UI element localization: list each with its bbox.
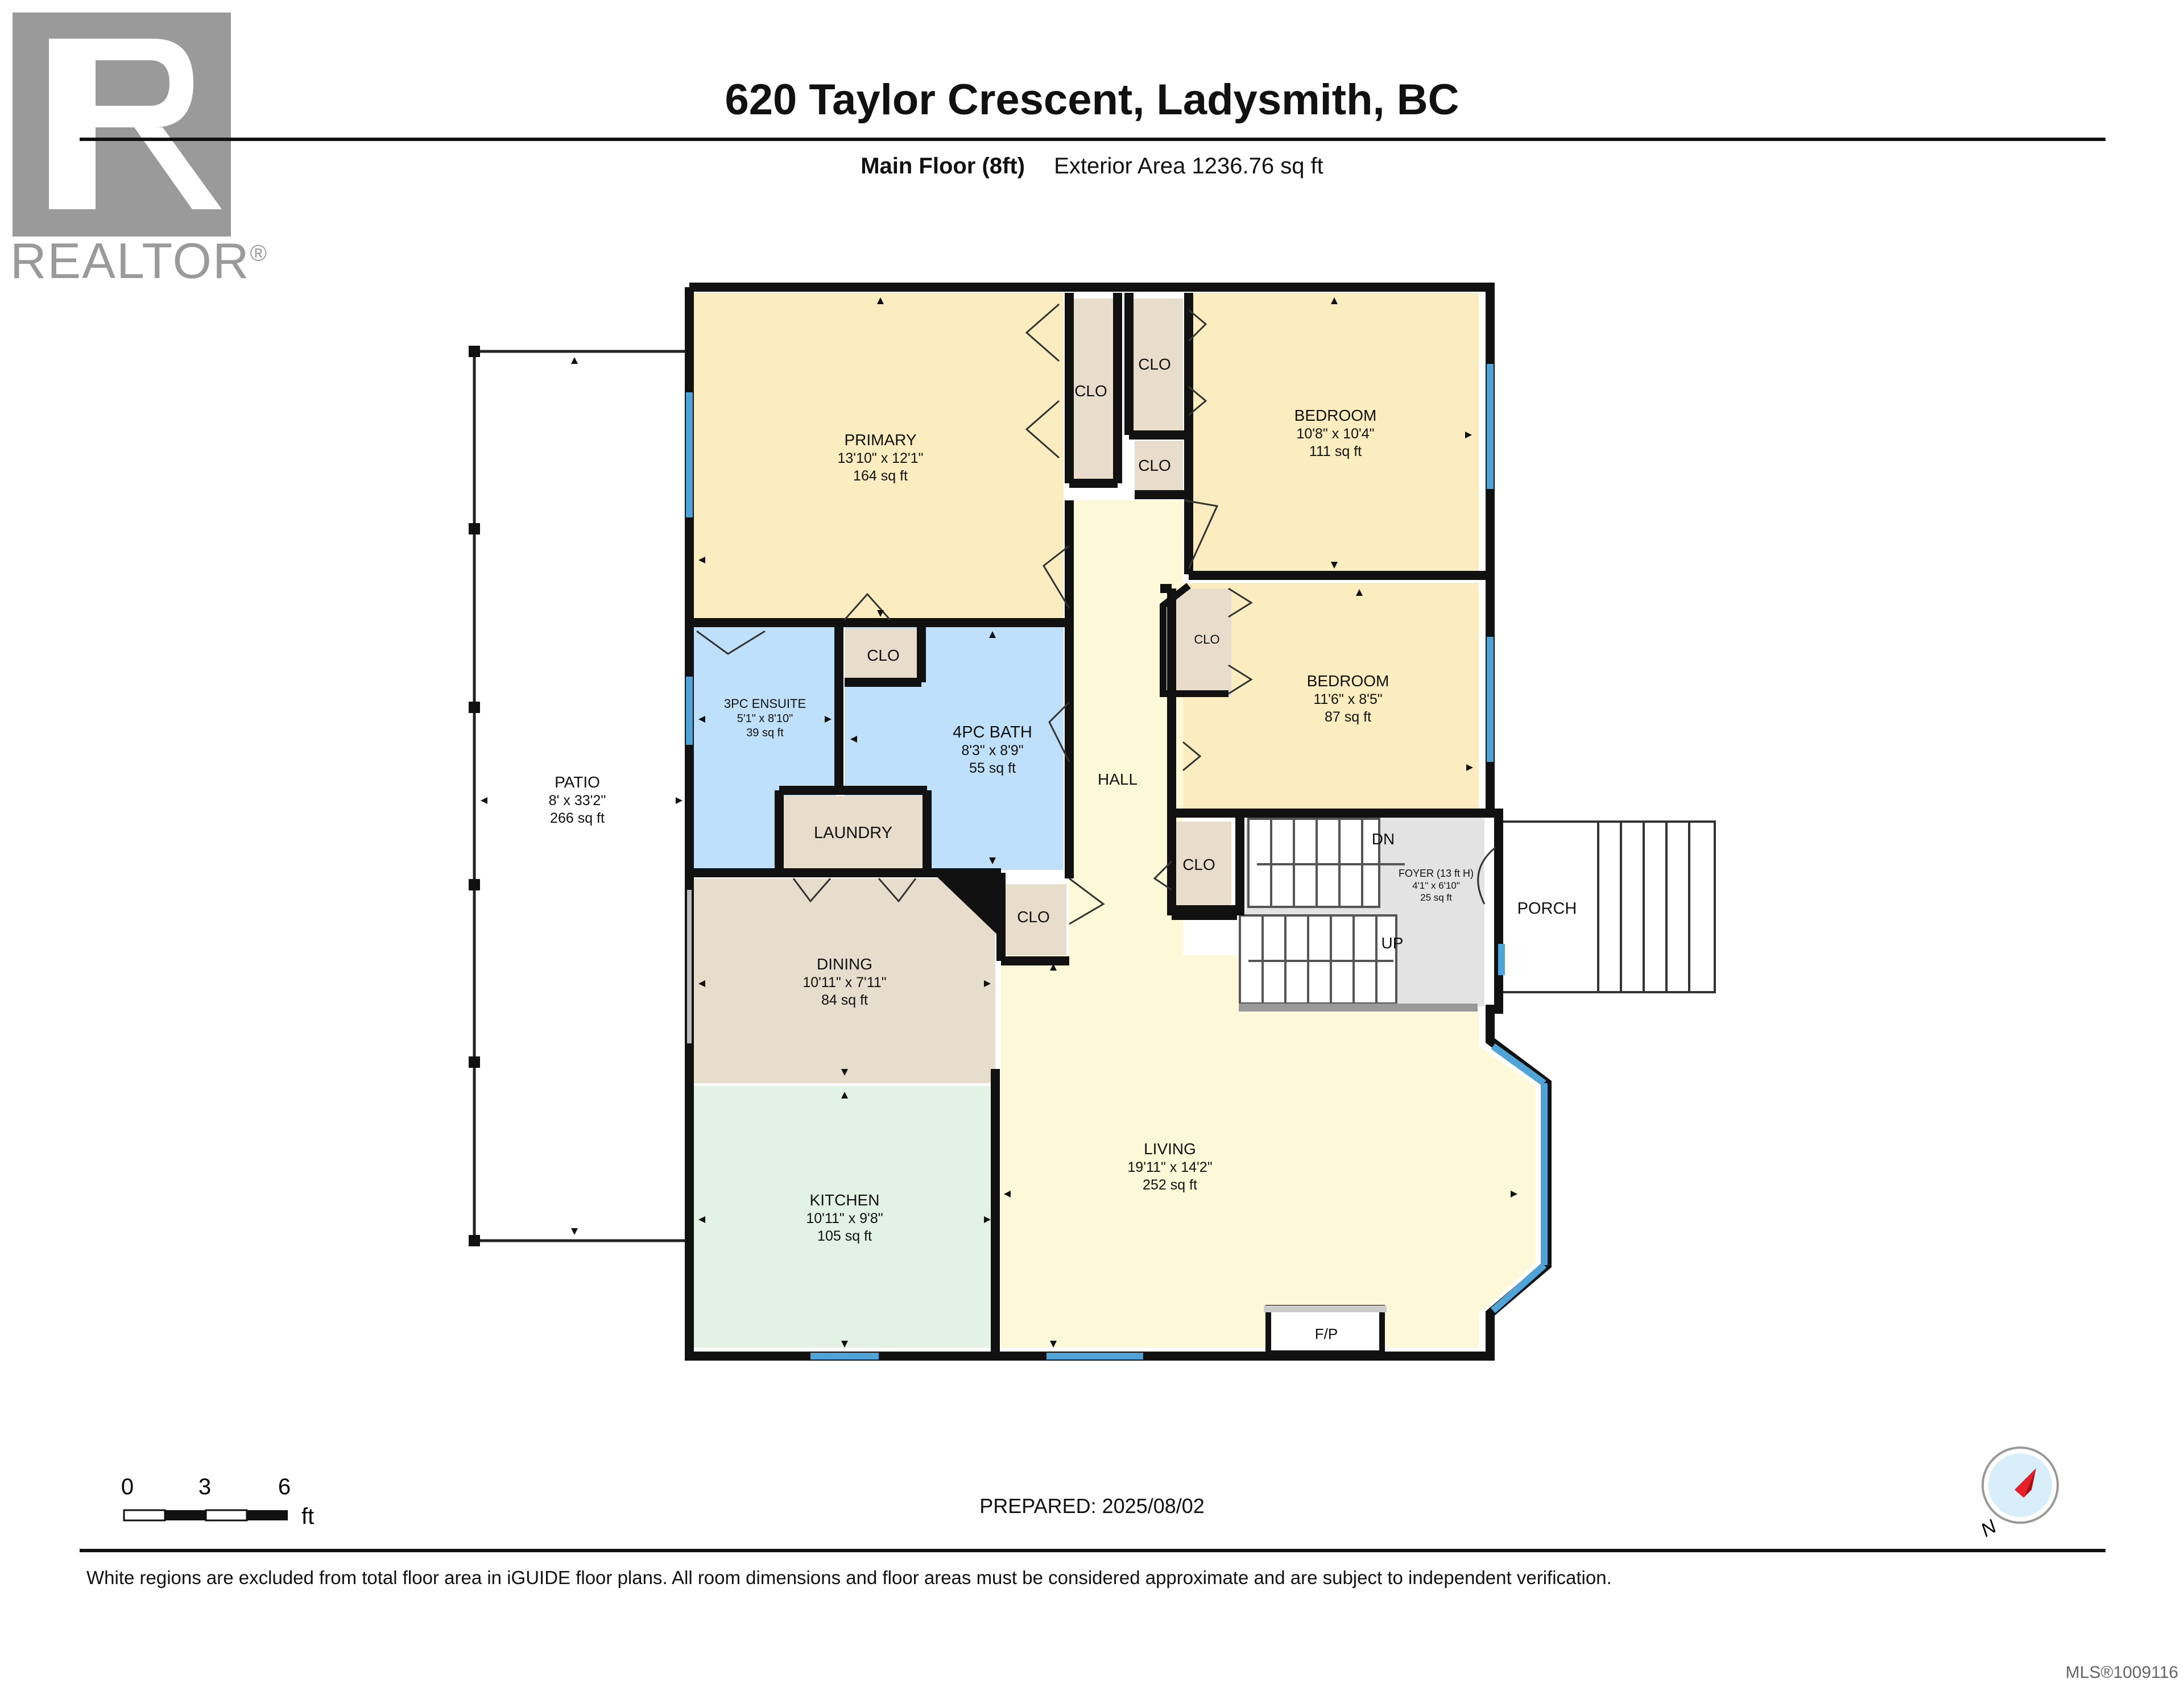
fireplace-label: F/P (1315, 1325, 1338, 1342)
stairs-up (1239, 914, 1397, 1005)
compass-north-label: N (1977, 1515, 2000, 1541)
fireplace-hearth (1264, 1305, 1387, 1312)
patio-posts (469, 346, 480, 1246)
stairs-down (1247, 818, 1405, 908)
bath-dims: 8'3" x 8'9" (961, 743, 1023, 758)
dining-dims: 10'11" x 7'11" (803, 975, 886, 990)
room-labels: PRIMARY 13'10" x 12'1" 164 sq ft BEDROOM… (549, 355, 1577, 1342)
bedroom1-area: 111 sq ft (1309, 443, 1362, 459)
stairs-up-label: UP (1381, 934, 1404, 952)
patio-dims: 8' x 33'2" (549, 793, 606, 809)
primary-area: 164 sq ft (853, 468, 908, 484)
bath-name: 4PC BATH (953, 723, 1032, 741)
bedroom2-dims: 11'6" x 8'5" (1313, 691, 1382, 707)
patio-area: 266 sq ft (550, 810, 605, 826)
laundry-name: LAUNDRY (814, 824, 892, 842)
kitchen-dims: 10'11" x 9'8" (806, 1211, 883, 1226)
dining-opening (687, 890, 692, 1043)
closets (845, 299, 1231, 955)
room-bedroom-1 (1189, 293, 1479, 571)
title-divider (80, 138, 2106, 141)
closet-wall-angled (1160, 583, 1228, 697)
structural-column (933, 873, 1001, 938)
ensuite-area: 39 sq ft (746, 727, 784, 739)
living-dims: 19'11" x 14'2" (1127, 1159, 1212, 1175)
primary-name: PRIMARY (844, 431, 916, 449)
patio-name: PATIO (555, 773, 600, 791)
listing-id: MLS®1009116 (2065, 1663, 2178, 1682)
realtor-wordmark-text: REALTOR (10, 233, 250, 289)
porch-steps (1502, 820, 1716, 993)
footer-divider (80, 1549, 2106, 1552)
porch-name: PORCH (1517, 900, 1577, 918)
room-kitchen (694, 1086, 995, 1348)
page-title: 620 Taylor Crescent, Ladysmith, BC (725, 76, 1459, 124)
walls (685, 283, 1552, 1361)
closet-label: CLO (867, 646, 900, 664)
realtor-wordmark: REALTOR® (10, 232, 268, 290)
scale-tick-label: 3 (198, 1474, 211, 1499)
dining-area: 84 sq ft (821, 992, 868, 1008)
stair-rail (1239, 1004, 1478, 1012)
foyer-dims: 4'1" x 6'10" (1412, 880, 1460, 891)
closet-label: CLO (1138, 355, 1171, 373)
scale-bar: 0 3 6 ft (121, 1474, 314, 1529)
exterior-area-label: Exterior Area 1236.76 sq ft (1054, 154, 1323, 179)
foyer-area: 25 sq ft (1420, 892, 1452, 903)
hall-name: HALL (1098, 770, 1138, 788)
scale-unit: ft (301, 1504, 314, 1529)
bedroom1-name: BEDROOM (1294, 407, 1377, 424)
living-name: LIVING (1144, 1140, 1196, 1158)
registered-mark: ® (250, 241, 268, 266)
scale-tick-label: 0 (121, 1474, 134, 1499)
dimension-arrows (481, 297, 1517, 1348)
ensuite-name: 3PC ENSUITE (724, 697, 806, 711)
realtor-logo-icon (13, 13, 231, 237)
room-laundry (779, 796, 924, 873)
room-primary (694, 293, 1064, 623)
bedroom1-dims: 10'8" x 10'4" (1296, 426, 1374, 442)
kitchen-area: 105 sq ft (817, 1228, 872, 1244)
room-living (1001, 955, 1536, 1348)
room-hall (1069, 500, 1183, 989)
closet-label: CLO (1017, 908, 1050, 926)
bath-area: 55 sq ft (969, 760, 1016, 776)
living-area: 252 sq ft (1143, 1177, 1197, 1193)
closet-label: CLO (1182, 856, 1215, 873)
kitchen-name: KITCHEN (810, 1191, 880, 1209)
floor-label: Main Floor (8ft) (861, 154, 1025, 179)
room-porch (1502, 822, 1715, 992)
room-dining (694, 878, 995, 1083)
disclaimer-text: White regions are excluded from total fl… (86, 1567, 1612, 1588)
windows (686, 364, 1548, 1359)
prepared-date: PREPARED: 2025/08/02 (979, 1494, 1205, 1518)
closet-label: CLO (1138, 457, 1171, 474)
closet-label: CLO (1194, 632, 1219, 646)
ensuite-dims: 5'1" x 8'10" (737, 712, 793, 725)
primary-dims: 13'10" x 12'1" (837, 450, 923, 466)
compass-icon: N (1977, 1446, 2059, 1541)
foyer-name: FOYER (13 ft H) (1399, 868, 1474, 879)
scale-tick-label: 6 (278, 1474, 291, 1499)
floor-subtitle: Main Floor (8ft) Exterior Area 1236.76 s… (569, 154, 1615, 179)
closet-label: CLO (1074, 382, 1107, 400)
door-swings (696, 303, 1496, 925)
bedroom2-area: 87 sq ft (1325, 709, 1371, 725)
dining-name: DINING (817, 955, 872, 973)
patio-outline (473, 350, 687, 1242)
bedroom2-name: BEDROOM (1307, 672, 1389, 690)
stairs-down-label: DN (1372, 830, 1395, 848)
